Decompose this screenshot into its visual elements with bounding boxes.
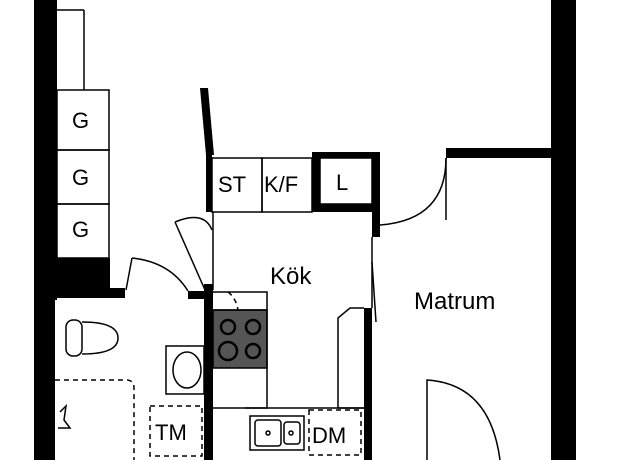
pantry-label: L [336, 170, 349, 195]
wall-bath-top-right [188, 291, 212, 299]
washer-label: TM [155, 420, 187, 445]
wardrobe-label-2: G [72, 165, 90, 190]
wall-left-upper [34, 0, 57, 300]
wardrobes [56, 9, 110, 259]
wall-left-lower [34, 295, 55, 460]
room-label-dining: Matrum [414, 288, 496, 315]
stove [212, 309, 268, 369]
partitions [212, 212, 373, 308]
wall-pantry-left [312, 152, 320, 212]
doors [125, 157, 501, 460]
wall-kitchen-top-left [206, 150, 212, 212]
wardrobe-label-3: G [72, 217, 90, 242]
wall-pantry-bottom [312, 204, 380, 212]
wall-right [551, 0, 576, 460]
stove-unit-label: ST [218, 172, 247, 197]
wall-pantry-right [372, 152, 380, 237]
wall-dining-top [446, 148, 551, 158]
dishwasher-label: DM [312, 423, 347, 448]
walls [34, 0, 576, 460]
fridge-freezer-label: K/F [264, 172, 299, 197]
appliance-boxes [149, 291, 362, 457]
wall-kitchen-right [364, 308, 372, 460]
wardrobe-label-1: G [72, 108, 90, 133]
wall-bath-top [55, 288, 125, 298]
wall-kitchen-stub [200, 88, 214, 155]
bathroom [55, 319, 205, 460]
room-label-kitchen: Kök [270, 263, 312, 290]
kitchen-cabinets [211, 157, 373, 213]
wall-kitchen-top-right [312, 152, 380, 158]
sink [249, 415, 305, 451]
wall-kitchen-left [204, 284, 213, 460]
kitchen-counter [213, 291, 364, 409]
